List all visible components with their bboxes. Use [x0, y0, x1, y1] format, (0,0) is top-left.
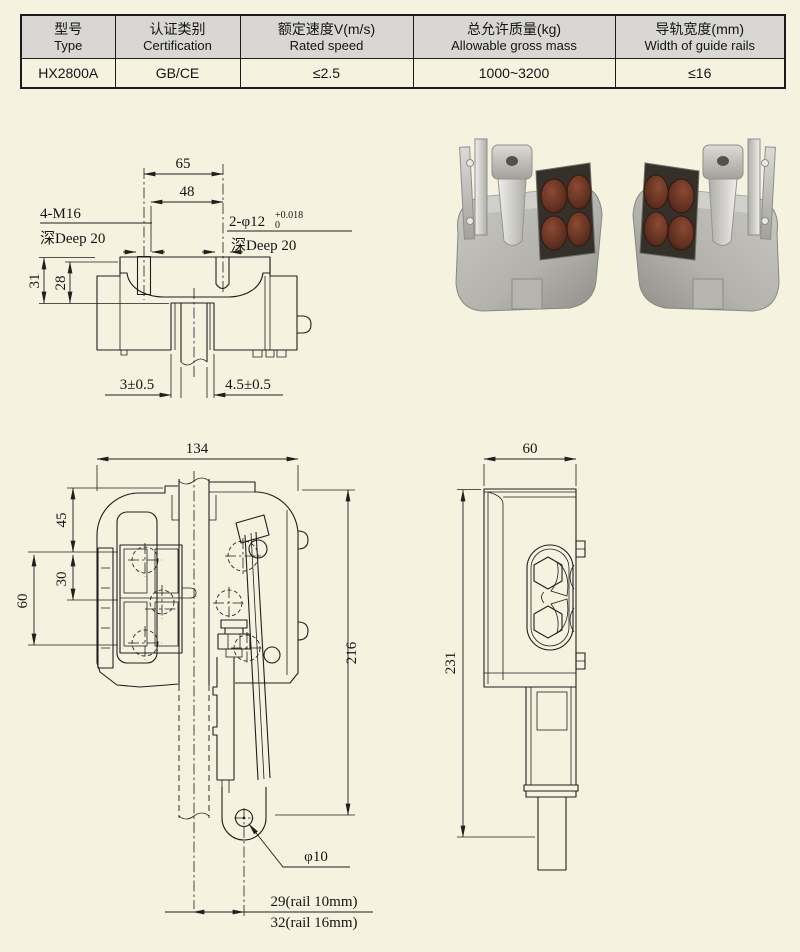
profile-body [483, 488, 586, 871]
hole-tol-upper-label: +0.018 [275, 210, 303, 221]
pivot-hole-label: φ10 [304, 849, 328, 865]
spec-table: 型号 Type 认证类别 Certification 额定速度V(m/s) Ra… [20, 14, 786, 90]
hole-depth-label: 深Deep 20 [231, 237, 296, 254]
offset-rail10-label: 29(rail 10mm) [270, 894, 357, 910]
header-gross-mass-zh: 总允许质量(kg) [466, 21, 562, 37]
cell-type: HX2800A [20, 58, 116, 89]
dim-45-label: 45 [54, 513, 70, 528]
header-type-zh: 型号 [54, 21, 83, 37]
dim-216-label: 216 [344, 641, 360, 664]
profile-view-drawing: 60 231 [443, 441, 586, 871]
front-section-drawing: 65 48 4-M16 深Deep 20 2-φ12 +0.018 0 深Dee… [27, 156, 352, 398]
side-dimensions: 134 45 30 60 216 φ10 29(rail 10mm) 32(ra… [15, 441, 373, 931]
dim-60-label: 60 [15, 594, 31, 609]
cell-gross-mass: 1000~3200 [412, 58, 616, 89]
safety-gear-left [455, 138, 603, 312]
header-type: 型号 Type [20, 14, 116, 60]
header-gross-mass-en: Allowable gross mass [451, 38, 577, 54]
cell-rail-width: ≤16 [614, 58, 786, 89]
header-rated-speed-en: Rated speed [289, 38, 364, 54]
header-certification-zh: 认证类别 [149, 21, 206, 37]
hole-tol-lower-label: 0 [275, 220, 280, 231]
offset-rail16-label: 32(rail 16mm) [270, 915, 357, 931]
dim-134-label: 134 [186, 441, 209, 457]
header-type-en: Type [54, 38, 83, 54]
section-body [96, 164, 312, 380]
thread-note-label: 4-M16 [40, 206, 81, 222]
dim-231-label: 231 [443, 652, 459, 675]
header-certification-en: Certification [143, 38, 212, 54]
spec-table-data-row: HX2800A GB/CE ≤2.5 1000~3200 ≤16 [20, 58, 786, 89]
dim-48-label: 48 [180, 184, 195, 200]
dim-60-profile-label: 60 [523, 441, 538, 457]
product-photo [455, 138, 780, 312]
section-dimensions: 65 48 4-M16 深Deep 20 2-φ12 +0.018 0 深Dee… [27, 156, 352, 398]
hole-note-label: 2-φ12 [229, 214, 265, 230]
header-certification: 认证类别 Certification [114, 14, 241, 60]
cell-certification: GB/CE [114, 58, 241, 89]
thread-depth-label: 深Deep 20 [40, 230, 105, 247]
phi12-hole-slot [215, 256, 230, 290]
header-gross-mass: 总允许质量(kg) Allowable gross mass [412, 14, 616, 60]
dim-28-label: 28 [53, 276, 69, 291]
gap-left-label: 3±0.5 [120, 377, 154, 393]
side-view-drawing: 134 45 30 60 216 φ10 29(rail 10mm) 32(ra… [15, 441, 373, 931]
safety-gear-right [632, 138, 780, 312]
header-rail-width: 导轨宽度(mm) Width of guide rails [614, 14, 786, 60]
spec-table-header-row: 型号 Type 认证类别 Certification 额定速度V(m/s) Ra… [20, 14, 786, 60]
dim-30-label: 30 [54, 572, 70, 587]
profile-dimensions: 60 231 [443, 441, 577, 838]
header-rail-width-en: Width of guide rails [644, 38, 756, 54]
header-rated-speed-zh: 额定速度V(m/s) [277, 21, 376, 37]
side-body [96, 471, 309, 909]
dim-31-label: 31 [27, 274, 43, 289]
cell-rated-speed: ≤2.5 [239, 58, 414, 89]
gap-right-label: 4.5±0.5 [225, 377, 271, 393]
dim-65-label: 65 [176, 156, 191, 172]
header-rail-width-zh: 导轨宽度(mm) [655, 21, 745, 37]
header-rated-speed: 额定速度V(m/s) Rated speed [239, 14, 414, 60]
